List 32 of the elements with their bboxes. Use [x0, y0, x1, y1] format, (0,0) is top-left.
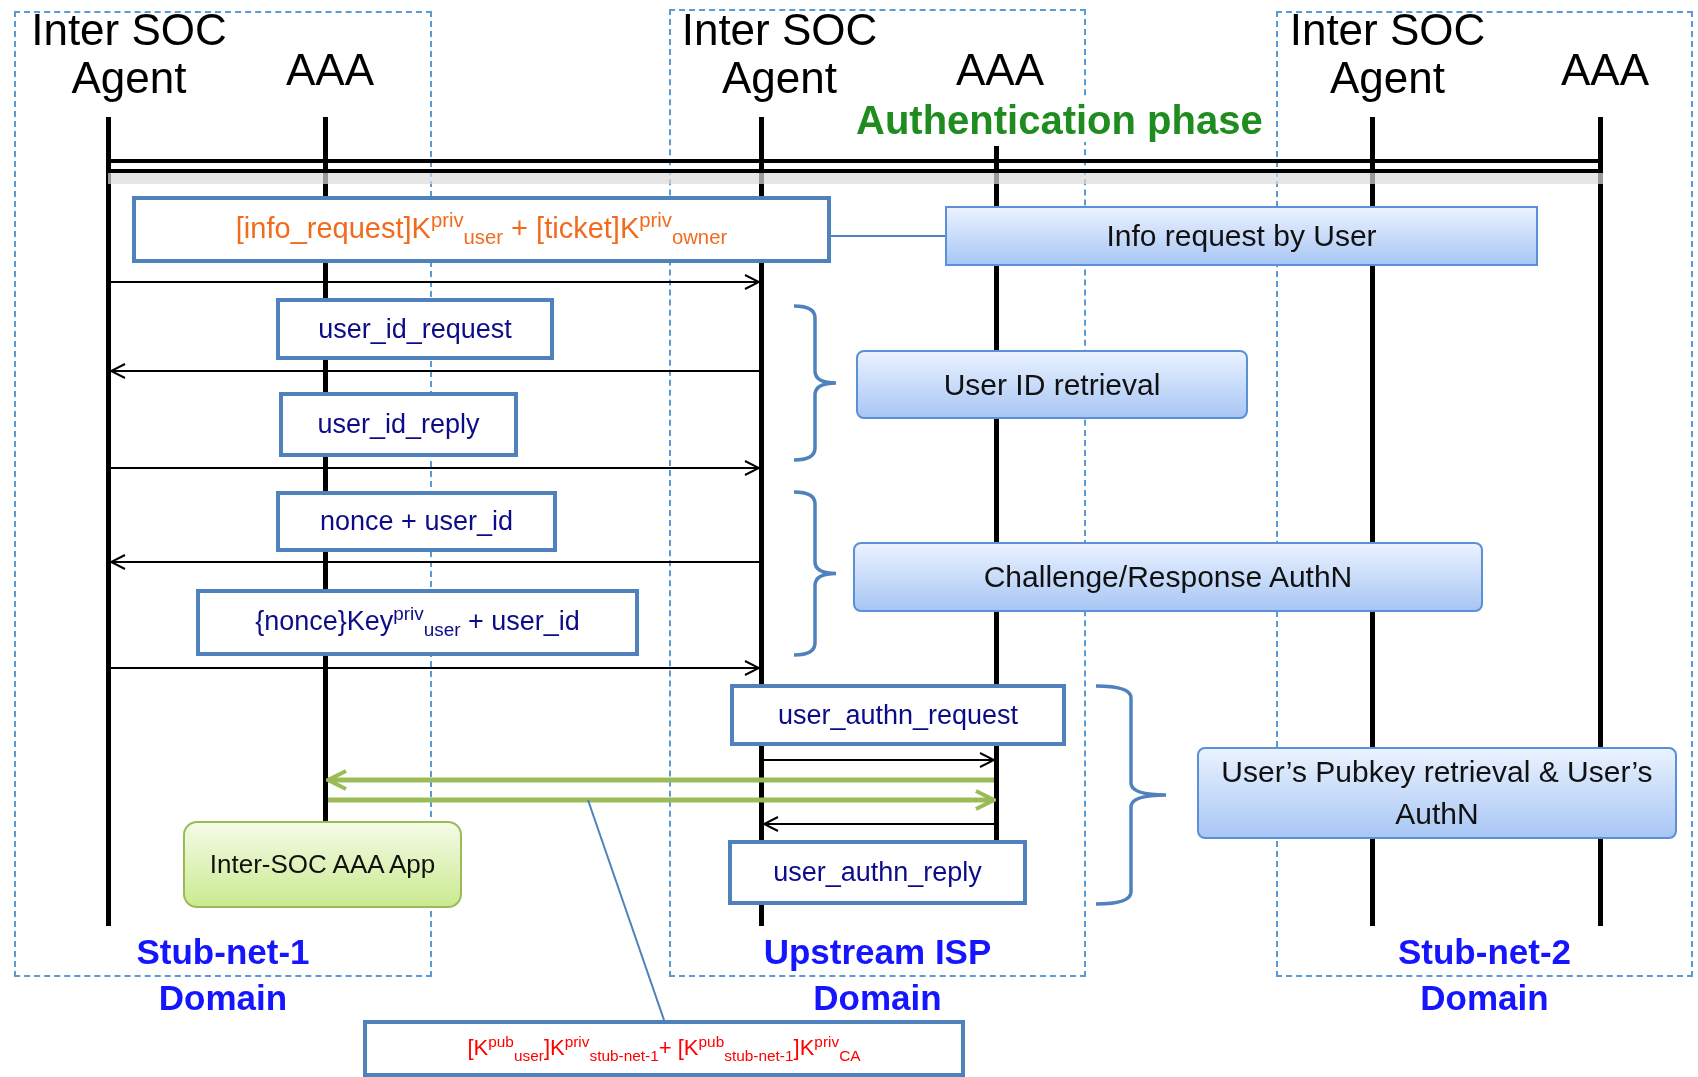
message-arrow [326, 769, 994, 791]
message-arrow [110, 363, 760, 379]
message-arrow [328, 789, 996, 811]
lifeline [106, 117, 111, 926]
message-arrow [763, 816, 995, 832]
domain-label: Stub-net-2 Domain [1396, 931, 1572, 1019]
phase-step-box: User’s Pubkey retrieval & User’s AuthN [1197, 747, 1677, 839]
participant-label: AAA [940, 46, 1060, 98]
message-box: user_id_reply [279, 392, 518, 457]
leader-line [587, 799, 665, 1021]
phase-step-box: User ID retrieval [856, 350, 1248, 419]
message-box: user_id_request [276, 298, 554, 360]
message-arrow [110, 460, 760, 476]
message-arrow [110, 660, 760, 676]
app-box: Inter-SOC AAA App [183, 821, 462, 908]
domain-label: Stub-net-1 Domain [135, 931, 311, 1019]
message-arrow [110, 554, 760, 570]
phase-title: Authentication phase [856, 98, 1263, 142]
participant-label: AAA [1545, 46, 1665, 98]
message-arrow [110, 274, 760, 290]
participant-label: AAA [270, 46, 390, 98]
participant-label: Inter SOC Agent [1280, 6, 1495, 110]
message-box: user_authn_reply [728, 840, 1027, 905]
message-box: nonce + user_id [276, 491, 557, 552]
message-box: {nonce}Key$^{priv}$$_{user}$ + user_id [196, 589, 639, 656]
phase-step-box: Challenge/Response AuthN [853, 542, 1483, 612]
domain-label: Upstream ISP Domain [762, 931, 993, 1019]
connector-line [830, 235, 946, 237]
participant-label: Inter SOC Agent [14, 6, 244, 110]
phase-step-box: Info request by User [945, 206, 1538, 266]
message-box: user_authn_request [730, 684, 1066, 746]
message-arrow [763, 752, 995, 768]
